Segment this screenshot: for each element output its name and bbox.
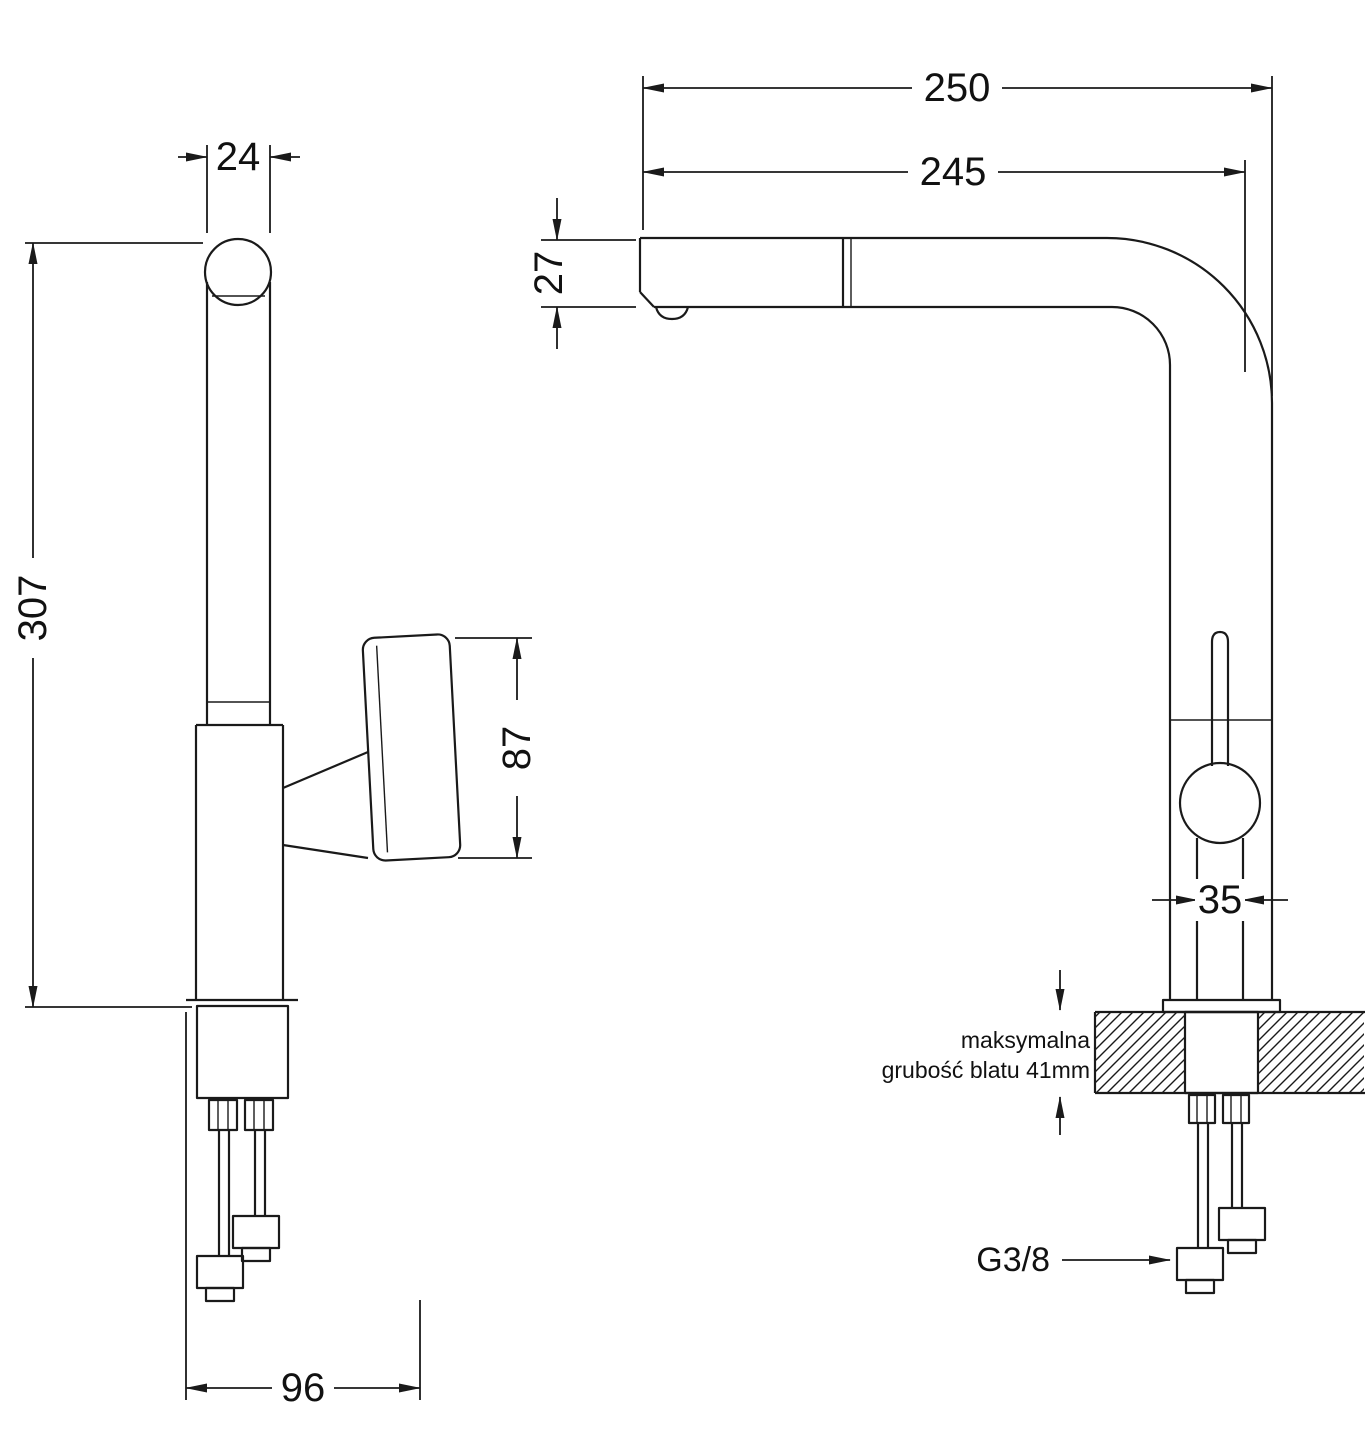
mounting-hardware-side [195, 1098, 281, 1303]
dimension-245: 245 [642, 150, 1246, 372]
handle-lever-side [361, 633, 462, 862]
spout-head-chamfer [639, 291, 655, 308]
dim-label-96: 96 [281, 1366, 326, 1410]
dimension-35: 35 [1152, 878, 1288, 922]
thread-spec-label: G3/8 [976, 1241, 1050, 1279]
dim-label-35: 35 [1198, 878, 1243, 922]
threaded-shank-front [1183, 1010, 1260, 1095]
side-view: 24 307 87 96 [11, 135, 539, 1410]
dimension-24: 24 [178, 135, 300, 233]
dim-label-87: 87 [495, 726, 539, 771]
threaded-shank [195, 1004, 290, 1100]
front-view: 250 245 27 35 maksymalna g [527, 66, 1365, 1295]
handle-lever-outline [361, 633, 462, 862]
countertop-section [1093, 1010, 1365, 1095]
hose-connector [195, 1254, 245, 1290]
spout-inner-outline [654, 305, 1172, 1000]
mounting-nut [243, 1098, 275, 1132]
dimension-307: 307 [11, 242, 203, 1008]
spout-bend-outline [203, 237, 273, 307]
countertop-hatch [1096, 1013, 1185, 1092]
dim-label-245: 245 [920, 150, 987, 194]
mounting-hardware-front [1175, 1093, 1267, 1295]
countertop-hatch [1258, 1013, 1364, 1092]
counter-note-line1: maksymalna [961, 1027, 1090, 1053]
aerator [654, 306, 690, 321]
dim-label-307: 307 [11, 575, 55, 642]
dimension-96: 96 [185, 1012, 421, 1410]
dim-label-27: 27 [527, 251, 571, 296]
dimension-250: 250 [642, 66, 1273, 396]
dim-label-250: 250 [924, 66, 991, 110]
handle-joint-top [282, 750, 369, 790]
mounting-nut [1221, 1093, 1251, 1125]
hose-connector-cap [1184, 1278, 1216, 1295]
handle-lever-front [1210, 630, 1230, 766]
hose-connector-cap [240, 1246, 272, 1263]
mounting-nut [1187, 1093, 1217, 1125]
hose-connector-cap [204, 1286, 236, 1303]
handle-joint-bottom [282, 843, 369, 860]
mounting-nut [207, 1098, 239, 1132]
label-background [1195, 879, 1245, 921]
dimension-87: 87 [455, 637, 539, 859]
base-flange-front [1161, 998, 1282, 1014]
hose-connector-cap [1226, 1238, 1258, 1255]
dimension-27: 27 [527, 198, 636, 349]
hose-connector [1175, 1246, 1225, 1282]
counter-note-line2: grubość blatu 41mm [882, 1057, 1090, 1083]
handle-ball [1178, 761, 1262, 845]
thread-spec-callout: G3/8 [976, 1241, 1171, 1279]
countertop-thickness-note: maksymalna grubość blatu 41mm [882, 970, 1090, 1135]
hose-connector [231, 1214, 281, 1250]
handle-lever-edge-line [375, 645, 389, 853]
hose-connector [1217, 1206, 1267, 1242]
dim-label-24: 24 [216, 135, 261, 179]
spout-outer-outline [640, 236, 1274, 1000]
